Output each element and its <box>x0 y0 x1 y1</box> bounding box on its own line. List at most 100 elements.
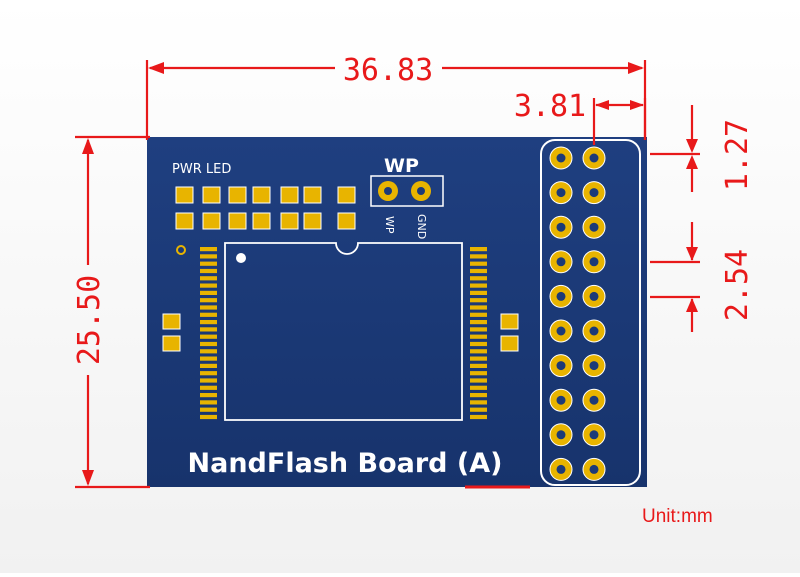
header-pin <box>549 181 573 205</box>
chip-pad <box>200 363 217 368</box>
chip-pad <box>470 349 487 354</box>
chip-pad <box>470 254 487 259</box>
header-pin <box>582 319 606 343</box>
smd-pad <box>175 212 194 230</box>
header-pin <box>549 284 573 308</box>
dimension-pin-pitch-value: 2.54 <box>720 249 755 321</box>
dimension-edge-offset <box>650 105 700 192</box>
header-pin <box>582 250 606 274</box>
smd-pad <box>303 212 322 230</box>
wp-jumper-outline <box>370 175 444 207</box>
header-outline <box>540 139 641 486</box>
chip-pad <box>200 290 217 295</box>
header-pin <box>582 354 606 378</box>
chip-pad <box>200 349 217 354</box>
header-pin <box>582 284 606 308</box>
dimension-height-value: 25.50 <box>72 275 107 365</box>
dimension-edge-offset-value: 1.27 <box>720 119 755 191</box>
chip-pad <box>200 320 217 325</box>
chip-pad <box>470 283 487 288</box>
chip-pad <box>200 254 217 259</box>
smd-pad <box>303 186 322 204</box>
header-pin <box>582 181 606 205</box>
chip-pad <box>200 371 217 376</box>
pin1-marker <box>236 253 246 263</box>
header-pin <box>549 146 573 170</box>
chip-pad <box>200 385 217 390</box>
chip-pad <box>470 393 487 398</box>
chip-pad <box>200 400 217 405</box>
chip-pad <box>470 327 487 332</box>
chip-pad <box>470 371 487 376</box>
header-pin <box>582 215 606 239</box>
chip-pad <box>470 363 487 368</box>
header-pin <box>549 250 573 274</box>
chip-pad <box>470 261 487 266</box>
header-pin <box>549 388 573 412</box>
chip-pad <box>200 283 217 288</box>
chip-pads-right <box>470 247 487 420</box>
chip-pad <box>470 298 487 303</box>
chip-pad <box>470 276 487 281</box>
jumper-pin-gnd-label: GND <box>415 214 428 239</box>
chip-pad <box>200 261 217 266</box>
chip-pad <box>200 276 217 281</box>
chip-pad <box>200 327 217 332</box>
chip-pad <box>200 341 217 347</box>
chip-pad <box>200 393 217 398</box>
chip-pad <box>470 356 487 361</box>
smd-pad <box>280 186 299 204</box>
chip-pad <box>470 378 487 383</box>
header-pin <box>582 146 606 170</box>
chip-outline <box>224 242 463 421</box>
header-pin <box>582 457 606 481</box>
smd-pad <box>175 186 194 204</box>
chip-pad <box>200 247 217 252</box>
jumper-pin-wp-label: WP <box>383 216 396 234</box>
chip-pad <box>470 385 487 390</box>
chip-pads-left <box>200 247 217 420</box>
smd-pad <box>280 212 299 230</box>
via <box>176 245 186 255</box>
chip-pad <box>200 312 217 317</box>
chip-pad <box>470 312 487 317</box>
smd-pad <box>252 212 271 230</box>
smd-pad <box>337 212 356 230</box>
header-pin <box>549 457 573 481</box>
wp-jumper-label: WP <box>384 155 419 177</box>
header-pin <box>582 388 606 412</box>
chip-pad <box>470 268 487 274</box>
pwr-led-label: PWR LED <box>172 162 231 177</box>
chip-pad <box>470 400 487 405</box>
smd-pad <box>337 186 356 204</box>
dimension-height <box>75 135 150 489</box>
chip-pad <box>470 320 487 325</box>
chip-pad <box>200 378 217 383</box>
chip-pad <box>200 268 217 274</box>
chip-pad <box>200 305 217 310</box>
chip-pad <box>200 414 217 420</box>
board-title: NandFlash Board (A) <box>188 448 503 479</box>
header-pins <box>549 146 606 481</box>
header-pin <box>549 423 573 447</box>
chip-pad <box>200 334 217 339</box>
chip-pad <box>200 407 217 412</box>
chip-pad <box>470 334 487 339</box>
dimension-pin-pitch <box>650 222 700 332</box>
chip-pad <box>470 414 487 420</box>
smd-pad <box>252 186 271 204</box>
dimension-pin-offset-value: 3.81 <box>514 89 586 124</box>
chip-pad <box>200 356 217 361</box>
smd-pad <box>202 212 221 230</box>
dimension-width-value: 36.83 <box>343 53 433 88</box>
header-pin <box>549 319 573 343</box>
header-pin <box>582 423 606 447</box>
chip-pad <box>470 247 487 252</box>
dimension-pin-offset <box>592 98 647 145</box>
unit-label: Unit:mm <box>642 506 713 527</box>
side-pads <box>162 313 519 352</box>
smd-pad <box>228 186 247 204</box>
header-pin <box>549 215 573 239</box>
